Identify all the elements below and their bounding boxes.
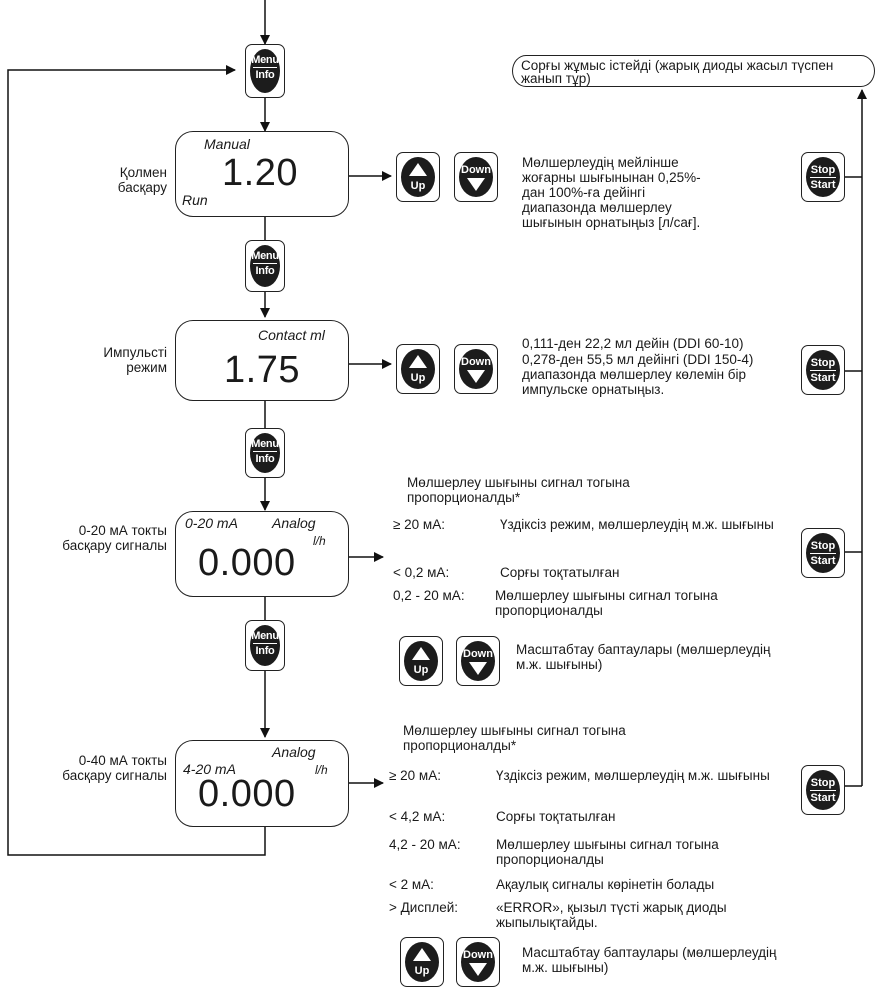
display-unit-label: l/h	[315, 763, 328, 777]
display-range-label: 4-20 mA	[183, 761, 236, 777]
analog1-heading: Мөлшерлеу шығыны сигнал тогына пропорцио…	[407, 475, 630, 505]
analog2-row-key: 4,2 - 20 мА:	[389, 837, 461, 852]
analog2-row-key: < 4,2 мА:	[389, 809, 446, 824]
down-arrow-icon: Down	[461, 641, 495, 681]
pump-running-status-box: Сорғы жұмыс істейді (жарық диоды жасыл т…	[512, 55, 875, 87]
down-button-1[interactable]: Down	[454, 152, 498, 202]
analog1-row-value: Мөлшерлеу шығыны сигнал тогына пропорцио…	[495, 588, 718, 618]
analog1-row-key: < 0,2 мА:	[393, 565, 450, 580]
mode-label-pulse: Импульсті режим	[103, 345, 167, 375]
mode-label-analog-0-40: 0-40 мА токты басқару сигналы	[62, 753, 167, 783]
display-pulse: Contact ml 1.75	[175, 320, 349, 401]
display-top-label: Contact ml	[258, 327, 325, 343]
pulse-description-1: 0,111-ден 22,2 мл дейін (DDI 60-10)	[522, 336, 744, 351]
analog2-heading: Мөлшерлеу шығыны сигнал тогына пропорцио…	[403, 723, 626, 753]
up-arrow-icon: Up	[401, 157, 435, 197]
display-value: 1.75	[224, 349, 300, 391]
down-arrow-icon: Down	[459, 349, 493, 389]
display-mode-label: Analog	[272, 744, 316, 760]
up-button-1[interactable]: Up	[396, 152, 440, 202]
display-range-label: 0-20 mA	[185, 515, 238, 531]
up-button-3[interactable]: Up	[399, 636, 443, 686]
down-arrow-icon: Down	[461, 942, 495, 982]
analog2-row-key: < 2 мА:	[389, 877, 434, 892]
display-manual: Manual 1.20 Run	[175, 131, 349, 217]
up-button-4[interactable]: Up	[400, 937, 444, 987]
down-button-3[interactable]: Down	[456, 636, 500, 686]
loop-back-line	[7, 65, 266, 856]
analog1-row-value: Сорғы тоқтатылған	[500, 565, 620, 580]
manual-description: Мөлшерлеудің мейлінше жоғарны шығынынан …	[522, 155, 701, 230]
display-analog-0-20: 0-20 mA Analog l/h 0.000	[175, 511, 349, 597]
analog2-row-key: > Дисплей:	[389, 900, 459, 915]
display-top-label: Manual	[204, 136, 250, 152]
up-arrow-icon: Up	[404, 641, 438, 681]
analog1-row-value: Үздіксіз режим, мөлшерлеудің м.ж. шығыны	[500, 517, 774, 532]
display-mode-label: Analog	[272, 515, 316, 531]
mode-label-manual: Қолмен басқару	[117, 165, 167, 195]
down-button-4[interactable]: Down	[456, 937, 500, 987]
display-value: 1.20	[222, 152, 298, 194]
analog2-row-value: Мөлшерлеу шығыны сигнал тогына пропорцио…	[496, 837, 719, 867]
mode-label-analog-0-20: 0-20 мА токты басқару сигналы	[62, 523, 167, 553]
pump-running-status-text: Сорғы жұмыс істейді (жарық диоды жасыл т…	[521, 58, 834, 86]
down-button-2[interactable]: Down	[454, 344, 498, 394]
pulse-description-2: 0,278-ден 55,5 мл дейінгі (DDI 150-4) ди…	[522, 352, 754, 397]
up-arrow-icon: Up	[401, 349, 435, 389]
analog1-row-key: ≥ 20 мА:	[393, 517, 445, 532]
display-unit-label: l/h	[313, 534, 326, 548]
analog2-row-key: ≥ 20 мА:	[389, 768, 441, 783]
analog2-row-value: Үздіксіз режим, мөлшерлеудің м.ж. шығыны	[496, 768, 770, 783]
analog2-row-value: Сорғы тоқтатылған	[496, 809, 616, 824]
up-arrow-icon: Up	[405, 942, 439, 982]
analog1-scaling: Масштабтау баптаулары (мөлшерлеудің м.ж.…	[516, 642, 771, 672]
analog1-row-key: 0,2 - 20 мА:	[393, 588, 465, 603]
analog2-scaling: Масштабтау баптаулары (мөлшерлеудің м.ж.…	[522, 945, 777, 975]
up-button-2[interactable]: Up	[396, 344, 440, 394]
display-value: 0.000	[198, 542, 296, 584]
analog2-row-value: Ақаулық сигналы көрінетін болады	[496, 877, 715, 892]
display-bottom-label: Run	[182, 192, 208, 208]
down-arrow-icon: Down	[459, 157, 493, 197]
display-value: 0.000	[198, 773, 296, 815]
display-analog-4-20: Analog 4-20 mA l/h 0.000	[175, 740, 349, 827]
analog2-row-value: «ERROR», қызыл түсті жарық диоды жыпылық…	[496, 900, 727, 930]
